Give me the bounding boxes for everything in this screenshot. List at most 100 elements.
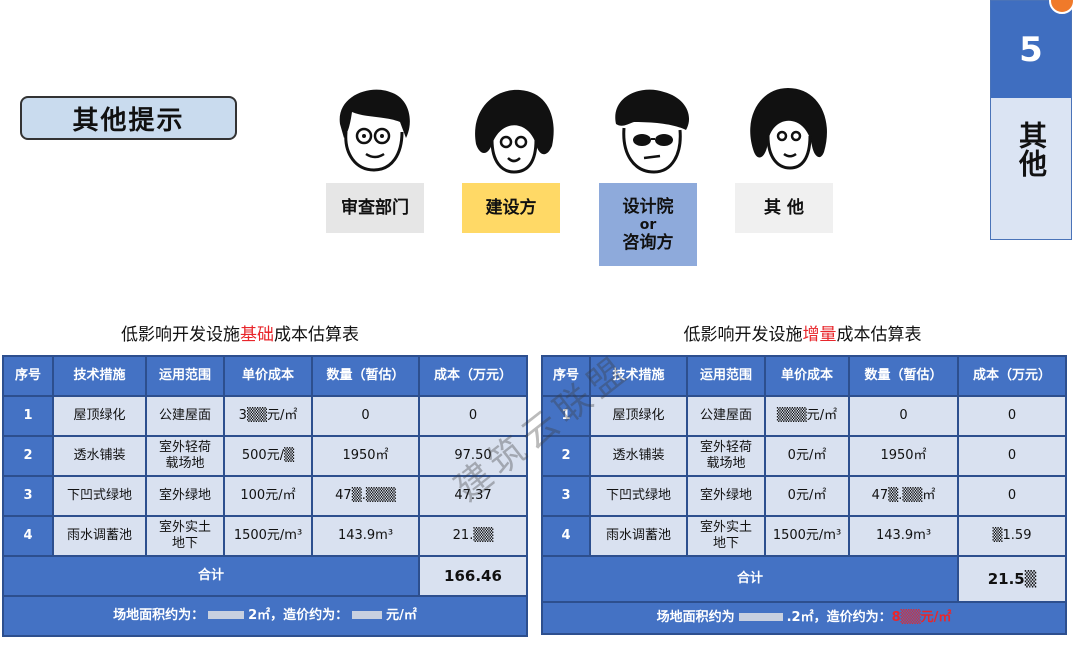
header-cell: 序号	[541, 355, 591, 397]
table-cell: 100元/㎡	[223, 475, 313, 517]
designer-face-icon	[615, 89, 690, 174]
left-cost-table: 序号 技术措施 运用范围 单价成本 数量（暂估） 成本（万元） 1 屋顶绿化 公…	[2, 355, 528, 637]
table-cell: 1	[541, 395, 591, 437]
table-cell: ▒1.59	[957, 515, 1067, 557]
right-cost-table: 序号 技术措施 运用范围 单价成本 数量（暂估） 成本（万元） 1 屋顶绿化 公…	[541, 355, 1067, 635]
table-cell: 室外绿地	[686, 475, 766, 517]
footer-area-label: 场地面积约为：	[113, 608, 205, 623]
role-reviewer: 审查部门	[326, 183, 424, 233]
reviewer-face-icon	[339, 89, 410, 172]
table-cell: 室外轻荷载场地	[145, 435, 225, 477]
other-face-icon	[750, 88, 827, 170]
table-cell: 97.50	[418, 435, 528, 477]
table-cell: 下凹式绿地	[589, 475, 688, 517]
header-cell: 技术措施	[52, 355, 147, 397]
header-cell: 成本（万元）	[957, 355, 1067, 397]
footer-row: 场地面积约为： 2㎡，造价约为： 元/㎡	[2, 595, 528, 637]
total-row: 合计 21.5▒	[541, 555, 1067, 603]
footer-cost-label: .2㎡，造价约为：	[786, 610, 892, 625]
total-label: 合计	[2, 555, 420, 597]
side-tab-label: 其他	[1015, 121, 1048, 177]
table-cell: 0	[957, 435, 1067, 477]
table-cell: 室外实土地下	[686, 515, 766, 557]
role-builder: 建设方	[462, 183, 560, 233]
table-row: 3 下凹式绿地 室外绿地 100元/㎡ 47▒.▒▒▒ 47.37	[2, 475, 528, 517]
footer-note: 场地面积约为： 2㎡，造价约为： 元/㎡	[2, 595, 528, 637]
footer-row: 场地面积约为 .2㎡，造价约为：8▒▒元/㎡	[541, 601, 1067, 635]
right-title-pre: 低影响开发设施	[683, 325, 803, 345]
table-cell: 1950㎡	[848, 435, 959, 477]
table-row: 1 屋顶绿化 公建屋面 3▒▒元/㎡ 0 0	[2, 395, 528, 437]
header-cell: 单价成本	[223, 355, 313, 397]
footer-unit: 8▒▒元/㎡	[891, 610, 952, 625]
table-cell: 公建屋面	[145, 395, 225, 437]
table-row: 2 透水铺装 室外轻荷载场地 0元/㎡ 1950㎡ 0	[541, 435, 1067, 477]
table-cell: 室外实土地下	[145, 515, 225, 557]
table-cell: 屋顶绿化	[52, 395, 147, 437]
table-row: 4 雨水调蓄池 室外实土地下 1500元/m³ 143.9m³ 21.▒▒	[2, 515, 528, 557]
table-row: 2 透水铺装 室外轻荷载场地 500元/▒ 1950㎡ 97.50	[2, 435, 528, 477]
table-cell: 1500元/m³	[223, 515, 313, 557]
total-value: 166.46	[418, 555, 528, 597]
footer-unit: 元/㎡	[386, 608, 417, 623]
side-tab[interactable]: 5 其他	[990, 0, 1072, 240]
table-cell: 屋顶绿化	[589, 395, 688, 437]
header-cell: 成本（万元）	[418, 355, 528, 397]
table-cell: 0	[957, 395, 1067, 437]
table-cell: 0	[957, 475, 1067, 517]
table-cell: 雨水调蓄池	[52, 515, 147, 557]
table-cell: 21.▒▒	[418, 515, 528, 557]
left-table-title: 低影响开发设施基础成本估算表	[0, 320, 480, 345]
table-cell: 透水铺装	[589, 435, 688, 477]
header-cell: 数量（暂估）	[848, 355, 959, 397]
header-cell: 运用范围	[145, 355, 225, 397]
table-cell: 1950㎡	[311, 435, 420, 477]
table-cell: 1	[2, 395, 54, 437]
table-cell: 0	[418, 395, 528, 437]
side-tab-number: 5	[991, 1, 1071, 98]
total-value: 21.5▒	[957, 555, 1067, 603]
table-cell: ▒▒▒元/㎡	[764, 395, 850, 437]
table-cell: 4	[541, 515, 591, 557]
footer-cost-label: 2㎡，造价约为：	[248, 608, 349, 623]
table-cell: 0元/㎡	[764, 475, 850, 517]
table-cell: 4	[2, 515, 54, 557]
builder-face-icon	[475, 89, 554, 174]
table-cell: 3	[2, 475, 54, 517]
role-other: 其 他	[735, 183, 833, 233]
table-cell: 雨水调蓄池	[589, 515, 688, 557]
footer-note: 场地面积约为 .2㎡，造价约为：8▒▒元/㎡	[541, 601, 1067, 635]
table-cell: 下凹式绿地	[52, 475, 147, 517]
table-cell: 1500元/m³	[764, 515, 850, 557]
table-cell: 47▒.▒▒㎡	[848, 475, 959, 517]
role-designer: 设计院 or 咨询方	[599, 183, 697, 266]
role-designer-line3: 咨询方	[622, 232, 674, 253]
left-title-post: 成本估算表	[274, 325, 359, 345]
table-cell: 143.9m³	[311, 515, 420, 557]
header-cell: 单价成本	[764, 355, 850, 397]
total-label: 合计	[541, 555, 959, 603]
header-cell: 序号	[2, 355, 54, 397]
table-cell: 47▒.▒▒▒	[311, 475, 420, 517]
left-title-highlight: 基础	[240, 325, 274, 345]
table-header-row: 序号 技术措施 运用范围 单价成本 数量（暂估） 成本（万元）	[541, 355, 1067, 397]
table-cell: 47.37	[418, 475, 528, 517]
table-row: 4 雨水调蓄池 室外实土地下 1500元/m³ 143.9m³ ▒1.59	[541, 515, 1067, 557]
table-row: 3 下凹式绿地 室外绿地 0元/㎡ 47▒.▒▒㎡ 0	[541, 475, 1067, 517]
total-row: 合计 166.46	[2, 555, 528, 597]
role-designer-line2: or	[639, 216, 657, 233]
table-cell: 500元/▒	[223, 435, 313, 477]
right-title-highlight: 增量	[802, 325, 837, 345]
table-cell: 透水铺装	[52, 435, 147, 477]
right-table-title: 低影响开发设施增量成本估算表	[540, 320, 1065, 345]
table-cell: 143.9m³	[848, 515, 959, 557]
footer-area-label: 场地面积约为	[656, 610, 735, 625]
table-cell: 2	[2, 435, 54, 477]
table-cell: 2	[541, 435, 591, 477]
table-cell: 0元/㎡	[764, 435, 850, 477]
table-cell: 0	[848, 395, 959, 437]
header-cell: 运用范围	[686, 355, 766, 397]
table-cell: 3	[541, 475, 591, 517]
table-row: 1 屋顶绿化 公建屋面 ▒▒▒元/㎡ 0 0	[541, 395, 1067, 437]
table-cell: 室外绿地	[145, 475, 225, 517]
